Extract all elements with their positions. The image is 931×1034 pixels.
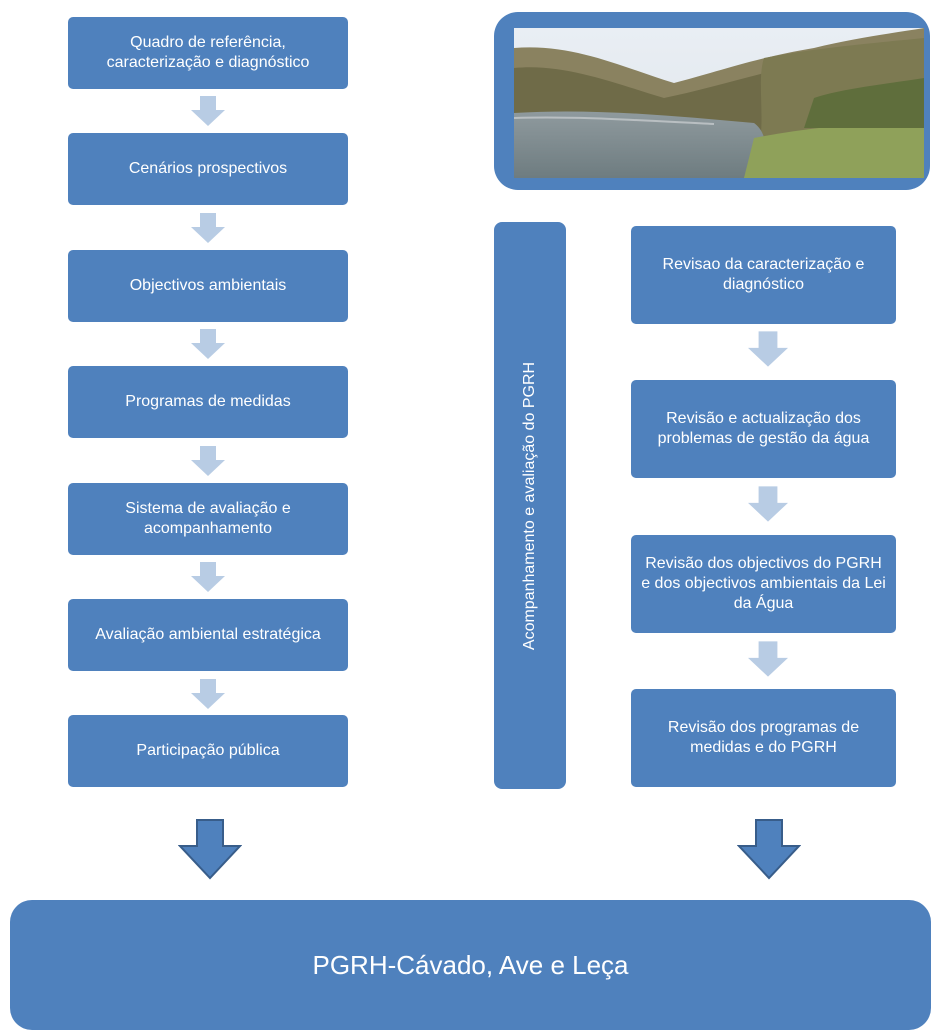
down-arrow-small-icon <box>191 213 225 243</box>
right-step-4: Revisão dos programas de medidas e do PG… <box>631 689 896 787</box>
left-step-2-label: Cenários prospectivos <box>128 160 288 177</box>
right-step-3-label: Revisão dos objectivos do PGRH e dos obj… <box>641 555 886 612</box>
down-arrow-small-icon <box>191 446 225 476</box>
right-step-2-label: Revisão e actualização dos problemas de … <box>657 410 870 447</box>
down-arrow-small-icon <box>191 679 225 709</box>
right-step-1: Revisao da caracterização e diagnóstico <box>631 226 896 324</box>
down-arrow-small-icon <box>191 562 225 592</box>
right-step-2: Revisão e actualização dos problemas de … <box>631 380 896 478</box>
left-step-7-label: Participação pública <box>136 742 280 759</box>
down-arrow-small-icon <box>191 329 225 359</box>
right-step-3: Revisão dos objectivos do PGRH e dos obj… <box>631 535 896 633</box>
left-step-1-label: Quadro de referência, caracterização e d… <box>106 34 310 71</box>
down-arrow-large-icon <box>178 819 242 880</box>
left-step-6: Avaliação ambiental estratégica <box>68 599 348 671</box>
down-arrow-small-icon <box>748 331 788 367</box>
left-step-5-label: Sistema de avaliação e acompanhamento <box>125 500 291 537</box>
left-step-1: Quadro de referência, caracterização e d… <box>68 17 348 89</box>
left-step-5: Sistema de avaliação e acompanhamento <box>68 483 348 555</box>
river-landscape-photo <box>514 28 924 178</box>
result-box: PGRH-Cávado, Ave e Leça <box>10 900 931 1030</box>
left-step-4: Programas de medidas <box>68 366 348 438</box>
left-step-3: Objectivos ambientais <box>68 250 348 322</box>
down-arrow-small-icon <box>748 641 788 677</box>
monitoring-vertical-bar: Acompanhamento e avaliação do PGRH <box>494 222 566 789</box>
down-arrow-large-icon <box>737 819 801 880</box>
left-step-6-label: Avaliação ambiental estratégica <box>95 626 321 643</box>
vertical-label: Acompanhamento e avaliação do PGRH <box>521 361 538 650</box>
left-step-2: Cenários prospectivos <box>68 133 348 205</box>
left-step-7: Participação pública <box>68 715 348 787</box>
down-arrow-small-icon <box>748 486 788 522</box>
right-step-1-label: Revisao da caracterização e diagnóstico <box>662 256 865 293</box>
right-step-4-label: Revisão dos programas de medidas e do PG… <box>667 719 860 756</box>
left-step-4-label: Programas de medidas <box>125 393 291 410</box>
down-arrow-small-icon <box>191 96 225 126</box>
left-step-3-label: Objectivos ambientais <box>129 277 287 294</box>
result-label: PGRH-Cávado, Ave e Leça <box>312 949 629 980</box>
